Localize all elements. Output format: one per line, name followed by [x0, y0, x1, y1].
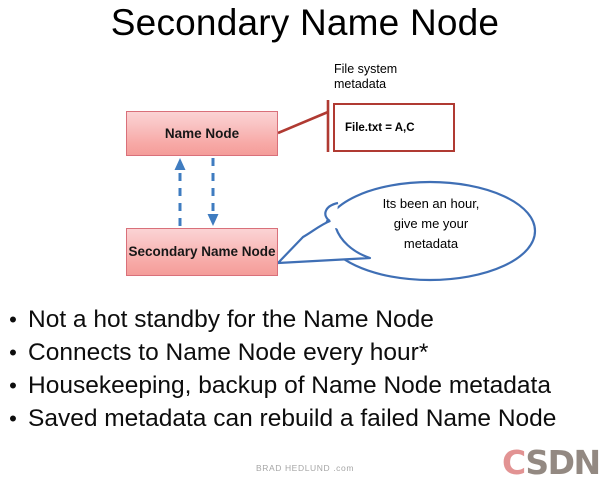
metadata-box[interactable]: File.txt = A,C — [333, 103, 455, 152]
architecture-diagram: Name Node Secondary Name Node File syste… — [126, 62, 537, 282]
speech-bubble-text: Its been an hour, give me your metadata — [382, 196, 480, 251]
list-item: • Connects to Name Node every hour* — [0, 336, 610, 369]
list-item-text: Saved metadata can rebuild a failed Name… — [28, 405, 557, 432]
name-node-box[interactable]: Name Node — [126, 111, 278, 156]
list-item: • Saved metadata can rebuild a failed Na… — [0, 402, 610, 435]
footer-attribution: BRAD HEDLUND .com — [255, 463, 355, 473]
csdn-watermark: CSDN — [502, 443, 601, 482]
list-item-text: Not a hot standby for the Name Node — [28, 306, 434, 333]
page-title: Secondary Name Node — [110, 2, 500, 43]
list-item-text: Housekeeping, backup of Name Node metada… — [28, 372, 551, 399]
secondary-name-node-box[interactable]: Secondary Name Node — [126, 228, 278, 276]
bullet-dot-icon: • — [9, 340, 17, 365]
bullet-dot-icon: • — [9, 406, 17, 431]
file-system-metadata-label: File system metadata — [334, 62, 398, 92]
diagram-connectors-svg — [174, 100, 537, 282]
watermark-first-letter: C — [502, 443, 527, 482]
list-item: • Housekeeping, backup of Name Node meta… — [0, 369, 610, 402]
list-item-text: Connects to Name Node every hour* — [28, 339, 429, 366]
name-node-label: Name Node — [164, 125, 240, 141]
secondary-name-node-label: Secondary Name Node — [128, 244, 276, 260]
metadata-box-text: File.txt = A,C — [345, 121, 415, 134]
bullet-dot-icon: • — [9, 307, 17, 332]
bullet-list: • Not a hot standby for the Name Node • … — [0, 303, 610, 435]
metadata-connector-icon — [277, 100, 330, 152]
list-item: • Not a hot standby for the Name Node — [0, 303, 610, 336]
speech-bubble-icon — [276, 180, 537, 282]
watermark-rest-letters: SDN — [525, 443, 601, 482]
arrow-up-icon — [174, 158, 186, 226]
bullet-dot-icon: • — [9, 373, 17, 398]
arrow-down-icon — [207, 158, 219, 226]
